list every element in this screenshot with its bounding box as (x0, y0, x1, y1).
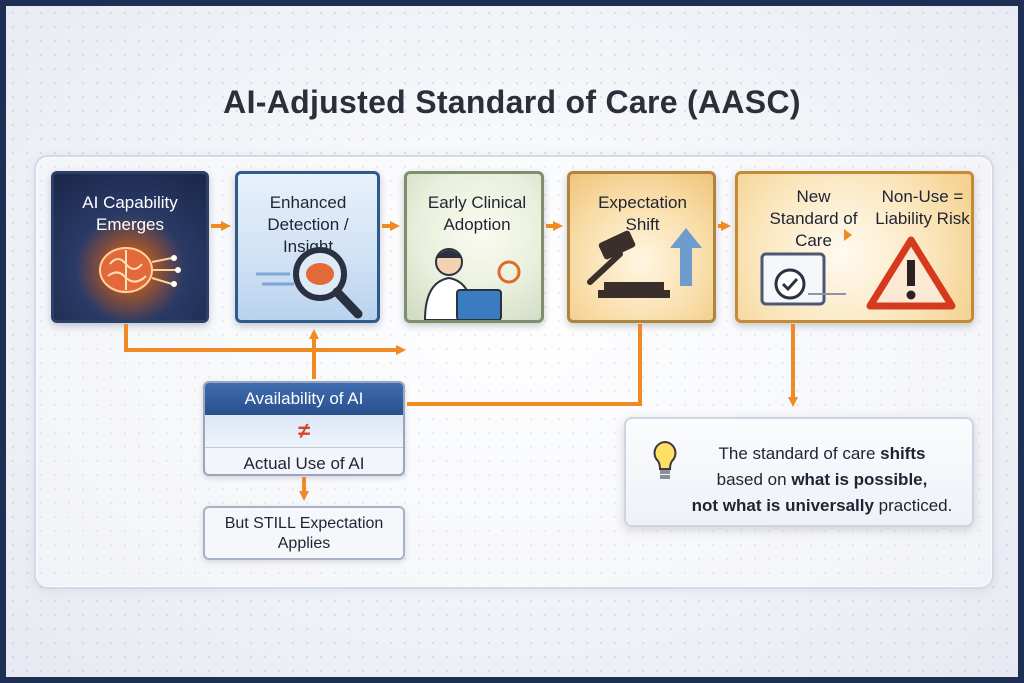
step-label: Expectation Shift (598, 193, 687, 234)
page-title: AI-Adjusted Standard of Care (AASC) (223, 84, 801, 120)
still-expectation-box: But STILL Expectation Applies (203, 506, 405, 560)
step-early-adoption: Early Clinical Adoption (404, 171, 544, 323)
availability-header: Availability of AI (205, 383, 403, 415)
magnifier-brain-icon (256, 247, 363, 319)
not-equal-symbol: ≠ (205, 415, 403, 447)
liability-label: Non-Use = Liability Risk (875, 187, 970, 228)
step-new-standard: New Standard of Care Non-Use = Liability… (735, 171, 974, 323)
step-label: New Standard of Care (769, 187, 858, 250)
warning-triangle-icon (866, 236, 956, 310)
note-middle: based on (716, 470, 792, 489)
availability-box: Availability of AI ≠ Actual Use of AI (203, 381, 405, 476)
doctor-tablet-icon (423, 248, 521, 320)
note-prefix: The standard of care (718, 444, 881, 463)
gavel-up-arrow-icon (587, 228, 702, 298)
step-label: Early Clinical Adoption (427, 193, 527, 234)
note-text: The standard of care shifts based on wha… (674, 441, 970, 519)
line-availability-to-shift (407, 324, 642, 406)
conclusion-note: The standard of care shifts based on wha… (624, 417, 974, 527)
note-bold-universally: not what is universally (691, 496, 874, 515)
step-label: Enhanced Detection / Insight (267, 193, 349, 256)
step-label: AI Capability Emerges (82, 193, 178, 234)
note-bold-shifts: shifts (880, 444, 926, 463)
brain-circuit-icon (99, 247, 181, 293)
step-expectation-shift: Expectation Shift (567, 171, 716, 323)
clipboard-check-icon (760, 229, 852, 306)
step-enhanced-detection: Enhanced Detection / Insight (235, 171, 380, 323)
note-suffix: practiced. (873, 496, 953, 515)
arrow-capability-to-adoption (124, 324, 406, 355)
lightbulb-icon (653, 440, 677, 479)
step-ai-capability: AI Capability Emerges (51, 171, 209, 323)
actual-use-label: Actual Use of AI (205, 447, 403, 474)
note-bold-possible: what is possible, (791, 470, 928, 489)
